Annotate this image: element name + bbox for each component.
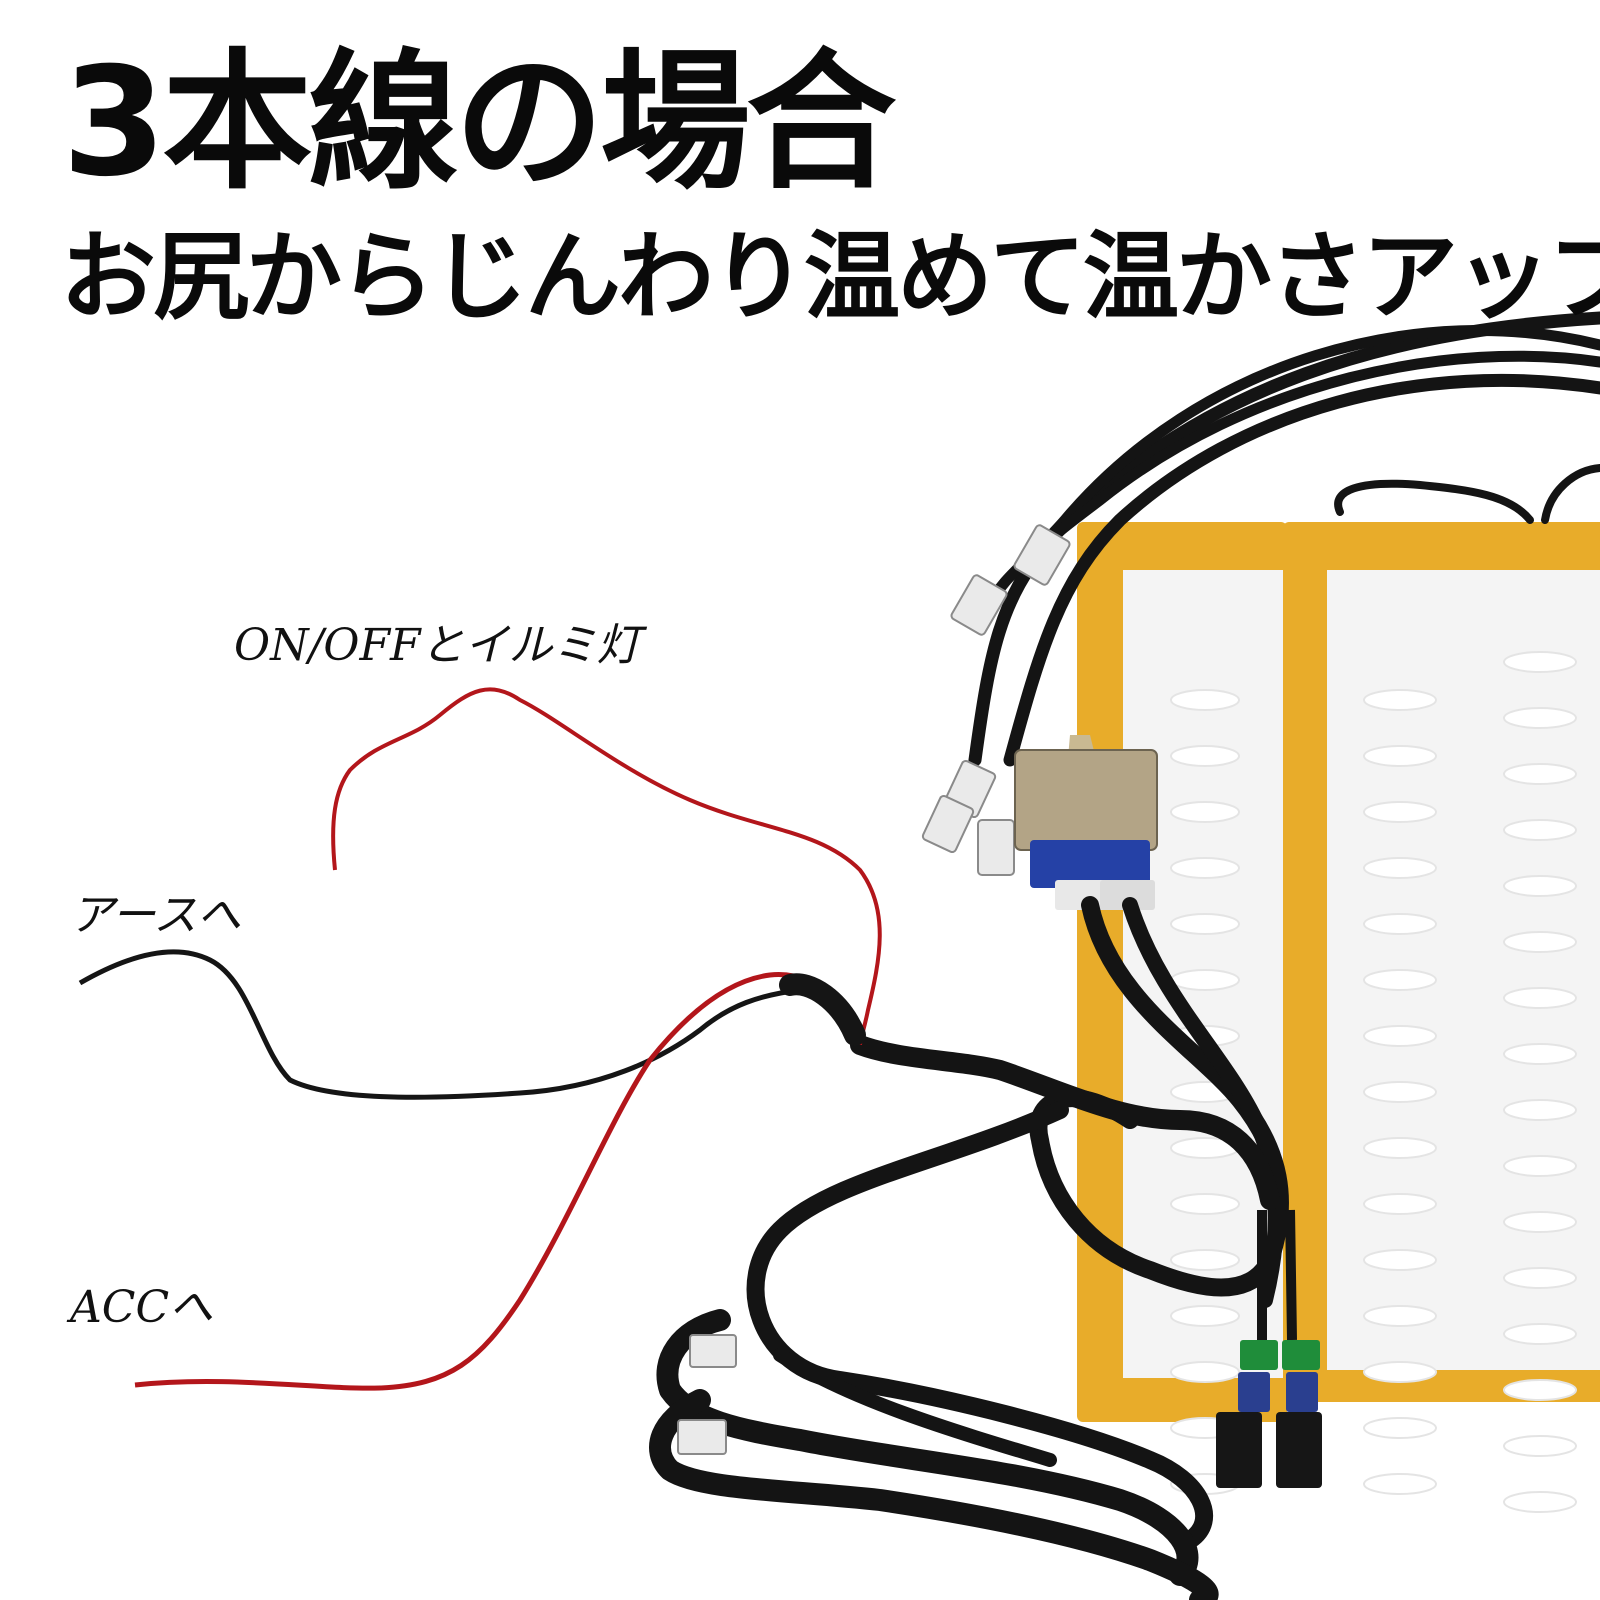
pad-slot — [1363, 1361, 1437, 1383]
pad-slot — [1170, 689, 1240, 711]
pad-slot — [1170, 1305, 1240, 1327]
pad-slot — [1503, 987, 1577, 1009]
red-acc-wire — [134, 972, 833, 1391]
pad-slot — [1503, 819, 1577, 841]
pad-slot — [1503, 875, 1577, 897]
pad-slot — [1503, 1323, 1577, 1345]
onoff-illumination-label: ON/OFFとイルミ灯 — [234, 620, 641, 671]
pad-slot — [1170, 969, 1240, 991]
pad-slot — [1503, 651, 1577, 673]
main-harness — [649, 896, 1289, 1600]
pad-slot — [1363, 1025, 1437, 1047]
acc-label: ACCへ — [70, 1282, 214, 1333]
pad-slot — [1170, 801, 1240, 823]
pad-slot — [1503, 1491, 1577, 1513]
pad-slot — [1503, 1435, 1577, 1457]
black-earth-wire — [78, 949, 853, 1100]
page-subtitle: お尻からじんわり温めて温かさアップ — [60, 220, 1600, 333]
pad-slot — [1363, 745, 1437, 767]
control-box — [1014, 735, 1158, 910]
pad-slot — [1170, 1249, 1240, 1271]
page-title: 3本線の場合 — [62, 36, 896, 210]
fuse-holder — [779, 973, 866, 1046]
pad-slot — [1503, 707, 1577, 729]
pad-slot — [1170, 913, 1240, 935]
pad-slot — [1170, 857, 1240, 879]
pad-slot — [1503, 1043, 1577, 1065]
pad-slot — [1503, 1211, 1577, 1233]
pad-slot — [1363, 689, 1437, 711]
white-connectors-top — [921, 524, 1071, 876]
pad-slot — [1363, 1417, 1437, 1439]
heater-pad-right — [1283, 522, 1600, 1513]
pad-slot — [1363, 1473, 1437, 1495]
pad-slot — [1170, 1361, 1240, 1383]
pad-slot — [1170, 745, 1240, 767]
pad-slot — [1503, 1267, 1577, 1289]
pad-slot — [1363, 1193, 1437, 1215]
pad-slot — [1363, 913, 1437, 935]
pad-slot — [1363, 1305, 1437, 1327]
switch-connectors — [1216, 1209, 1322, 1488]
pad-slot — [1363, 857, 1437, 879]
pad-slot — [1503, 931, 1577, 953]
pad-slot — [1503, 763, 1577, 785]
pad-slot — [1363, 1249, 1437, 1271]
pad-slot — [1503, 1155, 1577, 1177]
earth-label: アースへ — [70, 890, 242, 941]
pad-slot — [1363, 969, 1437, 991]
red-onoff-wire — [331, 687, 882, 1046]
pad-slot — [1503, 1379, 1577, 1401]
pad-slot — [1363, 1137, 1437, 1159]
pad-slot — [1503, 1099, 1577, 1121]
pad-slot — [1363, 1081, 1437, 1103]
pad-slot — [1170, 1193, 1240, 1215]
pad-slot — [1363, 801, 1437, 823]
white-connectors-bottom — [677, 1334, 737, 1455]
